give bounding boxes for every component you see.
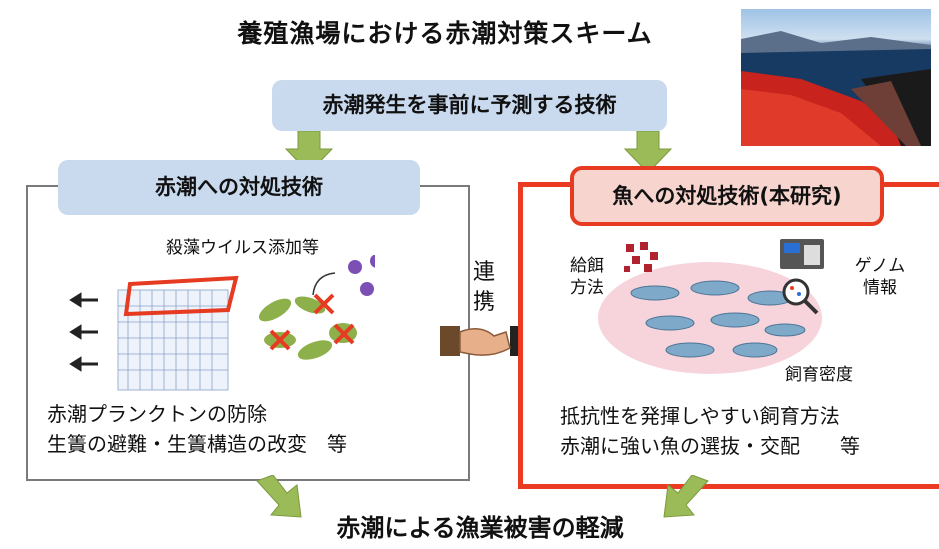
feeding-label-line-2: 方法 xyxy=(570,278,604,298)
feeding-label-line-1: 給餌 xyxy=(570,256,604,276)
magnifier-icon xyxy=(782,278,819,315)
fish-school-illustration xyxy=(598,262,822,374)
prediction-technology-box: 赤潮発生を事前に予測する技術 xyxy=(272,80,667,131)
handshake-icon xyxy=(440,326,530,356)
genome-label-line-2: 情報 xyxy=(863,278,897,298)
genome-info-label: ゲノム 情報 xyxy=(850,255,910,299)
left-text-1: 赤潮プランクトンの防除 xyxy=(47,402,267,426)
net-cage-illustration xyxy=(69,275,239,391)
feeding-method-label: 給餌 方法 xyxy=(570,255,620,299)
down-arrow-right xyxy=(623,131,673,174)
result-arrow-right xyxy=(663,475,709,518)
cooperation-label: 連 携 xyxy=(461,258,507,318)
right-text-2: 赤潮に強い魚の選抜・交配 等 xyxy=(560,434,860,458)
right-text-1: 抵抗性を発揮しやすい飼育方法 xyxy=(560,404,840,428)
feed-pellets-icon xyxy=(624,242,658,272)
right-panel-heading: 魚への対処技術(本研究) xyxy=(570,166,884,226)
red-tide-photo xyxy=(741,9,931,146)
page-title: 養殖漁場における赤潮対策スキーム xyxy=(237,19,653,48)
stocking-density-label: 飼育密度 xyxy=(785,365,853,385)
sequencer-icon xyxy=(780,239,824,269)
left-text-2: 生簀の避難・生簀構造の改変 等 xyxy=(47,432,347,456)
left-panel-heading: 赤潮への対処技術 xyxy=(58,160,420,215)
cooperation-char-1: 連 xyxy=(472,260,495,285)
result-arrow-left xyxy=(256,475,302,518)
algae-virus-illustration xyxy=(258,255,375,360)
genome-label-line-1: ゲノム xyxy=(854,256,906,276)
result-text: 赤潮による漁業被害の軽減 xyxy=(336,514,624,542)
virus-label: 殺藻ウイルス添加等 xyxy=(166,238,319,258)
cooperation-char-2: 携 xyxy=(472,290,495,315)
